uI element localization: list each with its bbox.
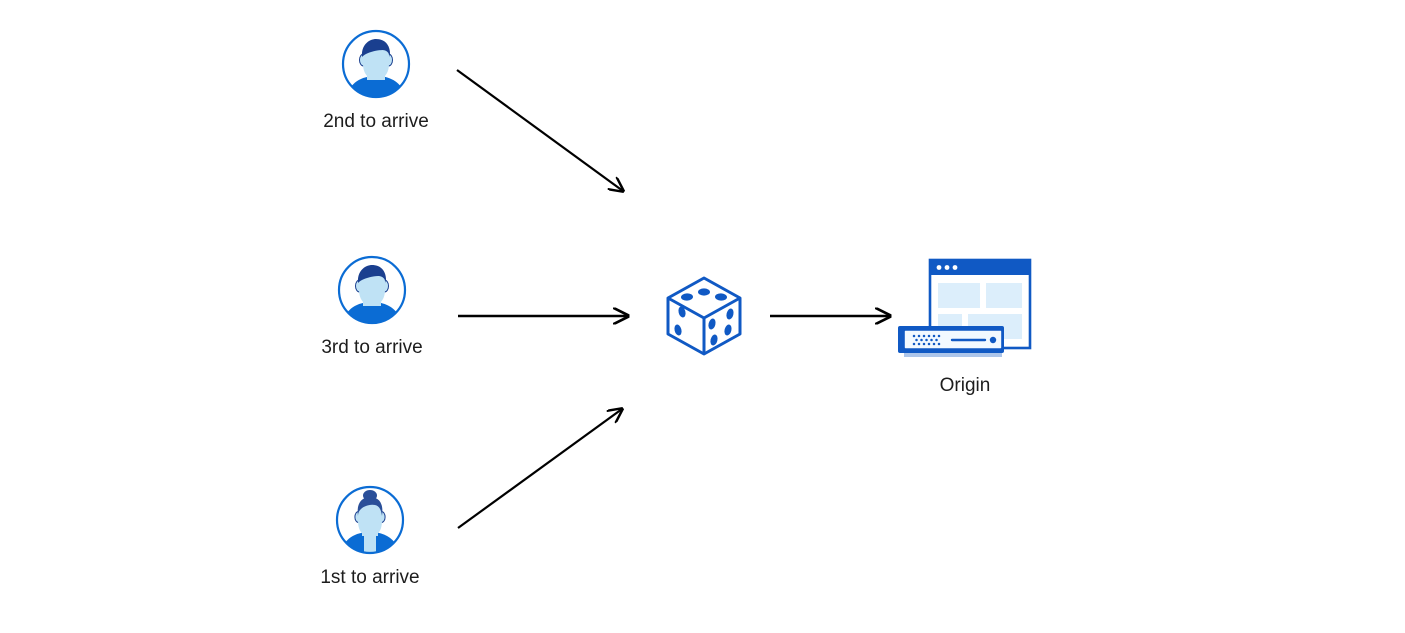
randomizer-node[interactable]: [660, 272, 748, 360]
user-avatar-icon: [337, 255, 407, 325]
client-label-bottom: 1st to arrive: [320, 567, 420, 588]
user-avatar-icon: [341, 29, 411, 99]
origin-node[interactable]: Origin: [890, 256, 1040, 396]
origin-server-icon: [898, 258, 1032, 357]
client-label-middle: 3rd to arrive: [321, 337, 423, 358]
arrow-bottom-to-dice: [457, 409, 622, 529]
client-node-top[interactable]: 2nd to arrive: [308, 28, 444, 134]
user-avatar-icon: [335, 485, 405, 555]
server-device: [898, 326, 1004, 357]
origin-label: Origin: [939, 375, 991, 396]
arrow-top-to-dice: [456, 69, 623, 191]
client-node-middle[interactable]: 3rd to arrive: [304, 254, 440, 360]
client-label-top: 2nd to arrive: [323, 111, 429, 132]
client-node-bottom[interactable]: 1st to arrive: [302, 484, 438, 590]
dice-icon: [666, 276, 742, 356]
